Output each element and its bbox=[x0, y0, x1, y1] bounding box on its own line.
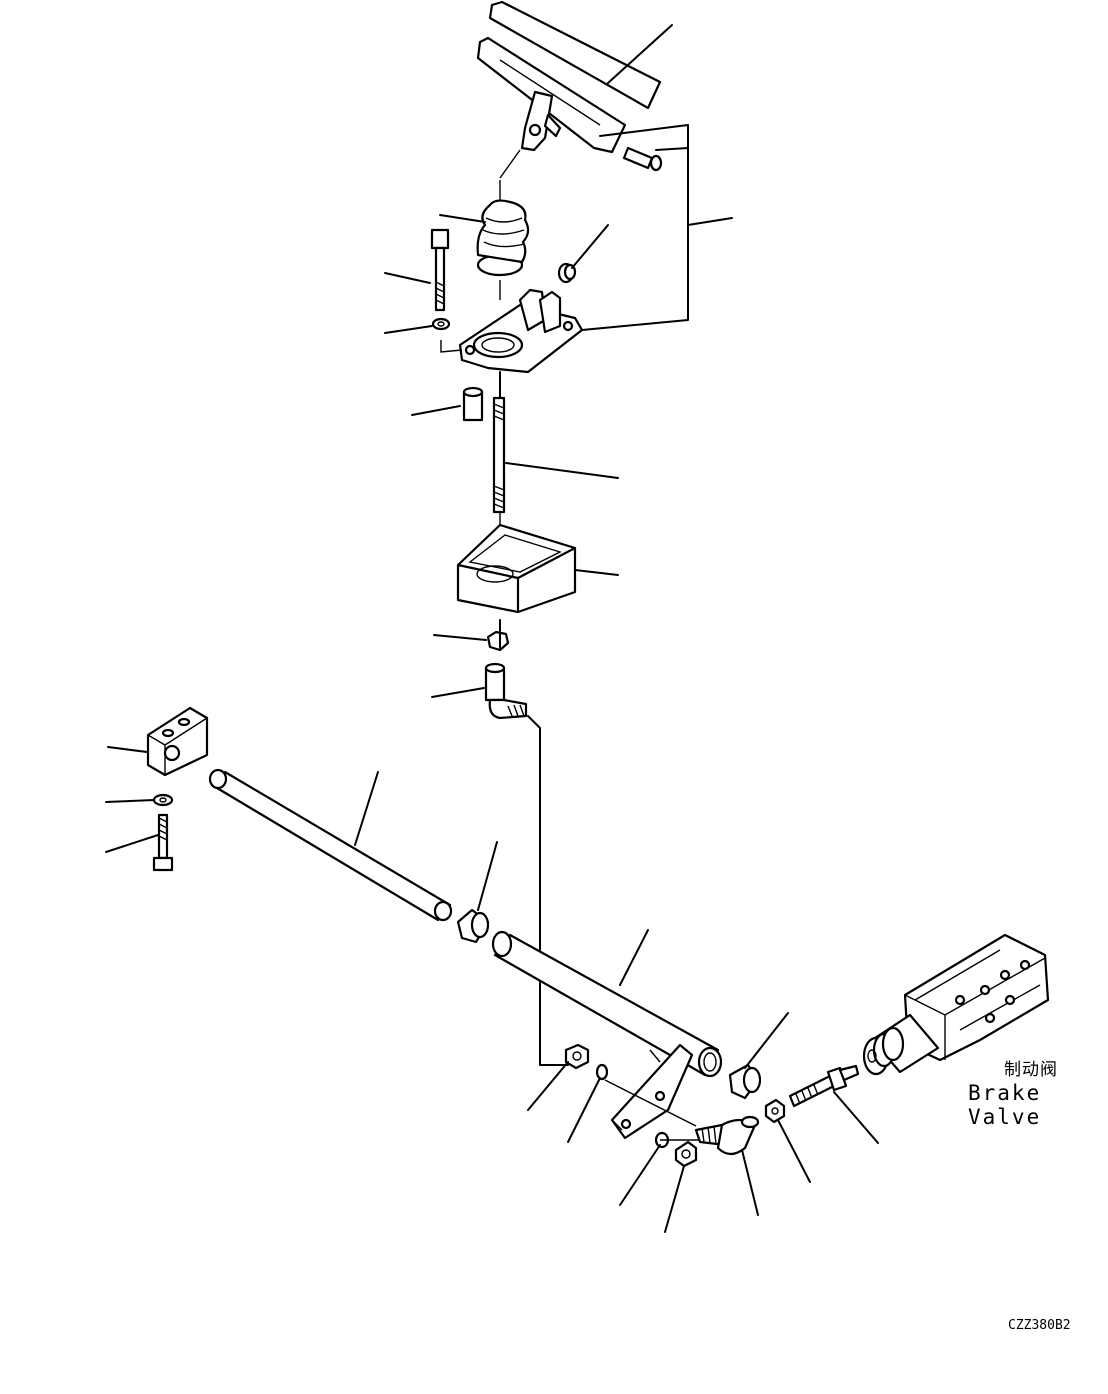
assembly-line-lower bbox=[604, 1079, 700, 1141]
elbow-fitting-upper bbox=[484, 662, 528, 720]
bolt-lower bbox=[152, 813, 174, 872]
bolt-upper bbox=[430, 228, 450, 312]
washer-lower bbox=[152, 793, 174, 807]
pedal-pad bbox=[476, 0, 662, 154]
hex-nut-upper bbox=[486, 630, 510, 652]
hex-nut-lower-left bbox=[564, 1043, 590, 1070]
pedal-arm bbox=[520, 90, 562, 152]
pedal-bracket bbox=[458, 288, 584, 374]
pedal-housing bbox=[456, 523, 577, 614]
bushing-right bbox=[728, 1063, 762, 1100]
hex-nut-lower-mid bbox=[674, 1140, 698, 1168]
valve-stud bbox=[788, 1064, 860, 1108]
brake-valve-label-en: Brake Valve bbox=[968, 1081, 1042, 1129]
bushing-left bbox=[456, 908, 490, 944]
leader-lines bbox=[105, 24, 879, 1233]
spacer-sleeve bbox=[462, 386, 484, 422]
pedal-pin bbox=[622, 146, 663, 172]
hex-nut-valve bbox=[764, 1098, 786, 1124]
drawing-code: CZZ380B2 bbox=[1008, 1318, 1071, 1333]
clip bbox=[557, 262, 577, 284]
threaded-rod bbox=[492, 396, 506, 514]
brake-valve-body bbox=[862, 933, 1050, 1076]
assembly-line-upper bbox=[440, 149, 521, 525]
washer-lower-left bbox=[595, 1063, 609, 1081]
brake-rod-line bbox=[499, 371, 569, 1066]
brake-valve-label-cn: 制动阀 bbox=[1004, 1060, 1058, 1080]
mounting-block bbox=[146, 706, 209, 777]
pedal-shaft bbox=[208, 768, 453, 922]
rubber-boot bbox=[476, 199, 530, 277]
lever-arm bbox=[610, 1043, 694, 1140]
elbow-fitting-lower bbox=[694, 1115, 760, 1156]
brake-lever-tube bbox=[491, 930, 723, 1078]
washer-upper bbox=[431, 317, 451, 331]
